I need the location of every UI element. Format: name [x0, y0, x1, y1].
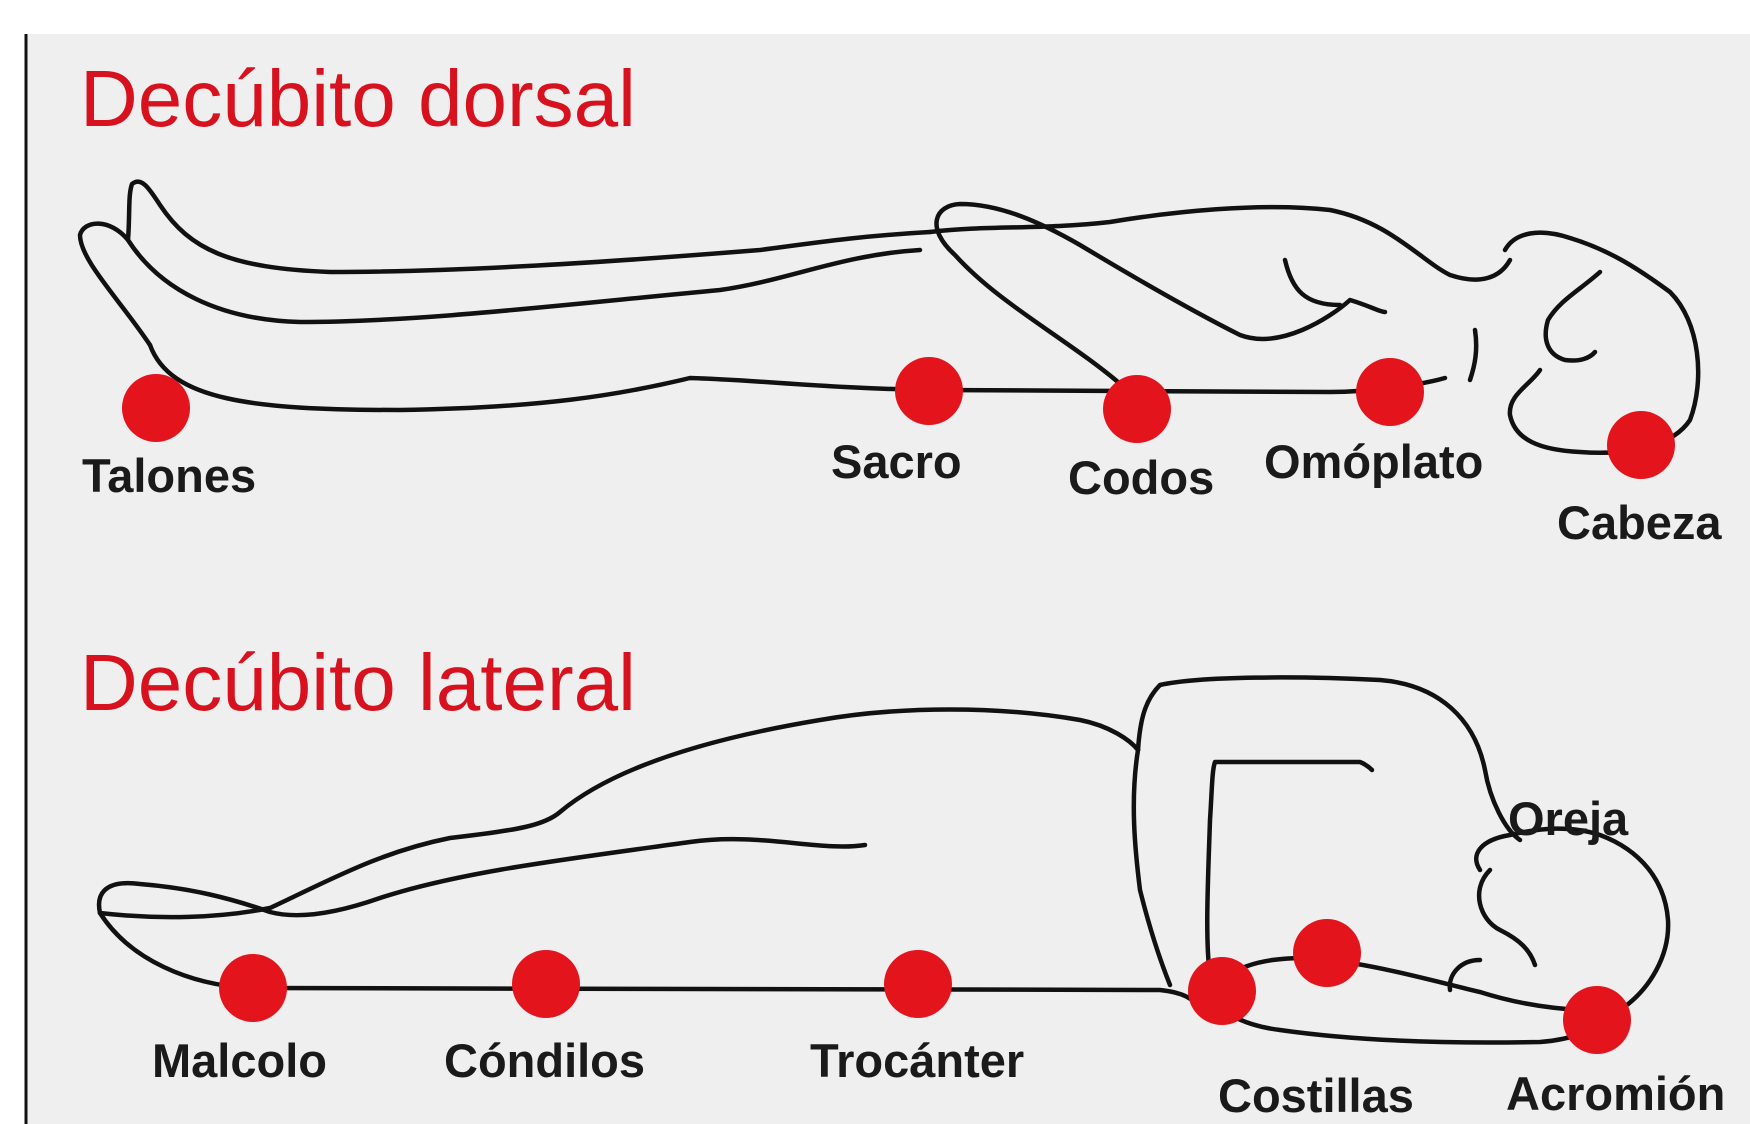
label-cabeza: Cabeza [1557, 496, 1722, 549]
pressure-point-malcolo [219, 954, 287, 1022]
section-title-lateral: Decúbito lateral [80, 638, 636, 727]
pressure-point-acromion [1563, 986, 1631, 1054]
pressure-point-talones [122, 374, 190, 442]
pressure-point-sacro [895, 357, 963, 425]
pressure-point-costillas-lower [1188, 957, 1256, 1025]
label-malcolo: Malcolo [152, 1034, 327, 1087]
label-talones: Talones [82, 449, 256, 502]
diagram-background [26, 34, 1750, 1124]
label-oreja: Oreja [1508, 792, 1629, 845]
pressure-point-cabeza [1607, 411, 1675, 479]
label-omoplato: Omóplato [1264, 435, 1483, 488]
label-costillas: Costillas [1218, 1069, 1414, 1122]
label-codos: Codos [1068, 451, 1214, 504]
label-trocanter: Trocánter [810, 1034, 1024, 1087]
label-acromion: Acromión [1506, 1067, 1725, 1120]
label-sacro: Sacro [831, 435, 962, 488]
pressure-point-costillas-upper [1293, 919, 1361, 987]
pressure-point-trocanter [884, 950, 952, 1018]
label-condilos: Cóndilos [444, 1034, 645, 1087]
section-title-supine: Decúbito dorsal [80, 54, 636, 143]
pressure-point-codos [1103, 375, 1171, 443]
pressure-point-omoplato [1356, 358, 1424, 426]
pressure-point-condilos [512, 950, 580, 1018]
